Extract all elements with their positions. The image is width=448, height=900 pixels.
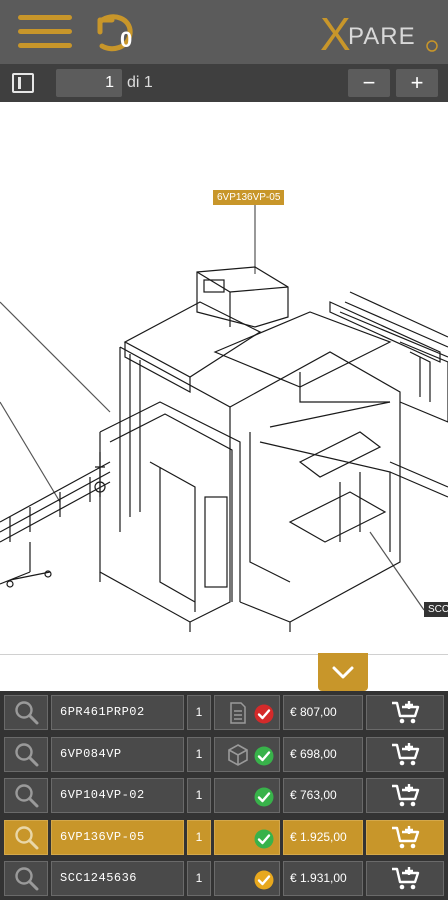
part-status	[214, 778, 280, 813]
svg-text:X: X	[320, 8, 351, 60]
part-code: 6VP084VP	[51, 736, 184, 772]
quantity-field[interactable]: 1	[187, 861, 211, 896]
collapse-panel-button[interactable]	[318, 653, 368, 691]
unavailable-icon	[254, 704, 274, 724]
sidebar-toggle-icon[interactable]	[12, 73, 34, 93]
add-to-cart-button[interactable]	[366, 819, 444, 855]
available-icon	[254, 787, 274, 807]
search-part-button[interactable]	[4, 861, 48, 896]
hamburger-menu-icon[interactable]	[18, 13, 72, 51]
panel-divider	[0, 654, 448, 655]
part-code: 6VP104VP-02	[51, 778, 184, 813]
svg-text:PARE: PARE	[348, 23, 416, 50]
search-icon	[15, 784, 39, 808]
part-code: 6VP136VP-05	[51, 819, 184, 855]
table-row[interactable]: 6VP084VP 1 € 698,00	[0, 734, 448, 775]
table-row[interactable]: 6PR461PRP02 1 € 807,00	[0, 692, 448, 733]
part-callout-label[interactable]: SCC	[424, 602, 448, 617]
quantity-field[interactable]: 1	[187, 736, 211, 772]
undo-count: 0	[120, 27, 133, 52]
document-icon[interactable]	[229, 702, 247, 724]
add-to-cart-icon	[392, 701, 420, 724]
add-to-cart-button[interactable]	[366, 695, 444, 730]
part-code: 6PR461PRP02	[51, 695, 184, 730]
table-row[interactable]: SCC1245636 1 € 1.931,00	[0, 858, 448, 899]
part-price: € 698,00	[283, 736, 363, 772]
add-to-cart-button[interactable]	[366, 736, 444, 772]
part-price: € 1.931,00	[283, 861, 363, 896]
quantity-field[interactable]: 1	[187, 819, 211, 855]
parts-list: 6PR461PRP02 1 € 807,00 6VP084VP 1	[0, 691, 448, 900]
part-price: € 763,00	[283, 778, 363, 813]
page-number-input[interactable]	[56, 69, 122, 97]
part-price: € 1.925,00	[283, 819, 363, 855]
technical-drawing[interactable]: 6VP136VP-05 SCC	[0, 102, 448, 650]
part-status	[214, 695, 280, 730]
available-icon	[254, 870, 274, 890]
page-count-label: di 1	[127, 74, 153, 91]
xpare-logo: X PARE	[320, 8, 438, 60]
available-icon	[254, 829, 274, 848]
search-icon	[15, 742, 39, 766]
available-icon	[254, 746, 274, 765]
search-part-button[interactable]	[4, 819, 48, 855]
undo-icon[interactable]	[90, 10, 140, 56]
part-price: € 807,00	[283, 695, 363, 730]
table-row[interactable]: 6VP104VP-02 1 € 763,00	[0, 775, 448, 816]
zoom-in-button[interactable]: +	[396, 69, 438, 97]
part-status	[214, 819, 280, 855]
part-code: SCC1245636	[51, 861, 184, 896]
add-to-cart-icon	[392, 867, 420, 890]
quantity-field[interactable]: 1	[187, 695, 211, 730]
part-status	[214, 736, 280, 772]
part-callout-label[interactable]: 6VP136VP-05	[213, 190, 285, 205]
search-icon	[15, 867, 39, 891]
search-part-button[interactable]	[4, 695, 48, 730]
box-icon[interactable]	[227, 743, 249, 766]
search-icon	[15, 701, 39, 725]
app-header: 0 X PARE	[0, 0, 448, 64]
add-to-cart-icon	[392, 825, 420, 848]
search-part-button[interactable]	[4, 736, 48, 772]
search-part-button[interactable]	[4, 778, 48, 813]
add-to-cart-button[interactable]	[366, 861, 444, 896]
chevron-down-icon	[332, 666, 354, 679]
quantity-field[interactable]: 1	[187, 778, 211, 813]
add-to-cart-icon	[392, 742, 420, 765]
search-icon	[15, 825, 39, 849]
add-to-cart-icon	[392, 784, 420, 807]
pdf-toolbar: di 1 − +	[0, 64, 448, 102]
machine-drawing	[0, 205, 448, 632]
table-row[interactable]: 6VP136VP-05 1 € 1.925,00	[0, 817, 448, 858]
add-to-cart-button[interactable]	[366, 778, 444, 813]
part-status	[214, 861, 280, 896]
zoom-out-button[interactable]: −	[348, 69, 390, 97]
